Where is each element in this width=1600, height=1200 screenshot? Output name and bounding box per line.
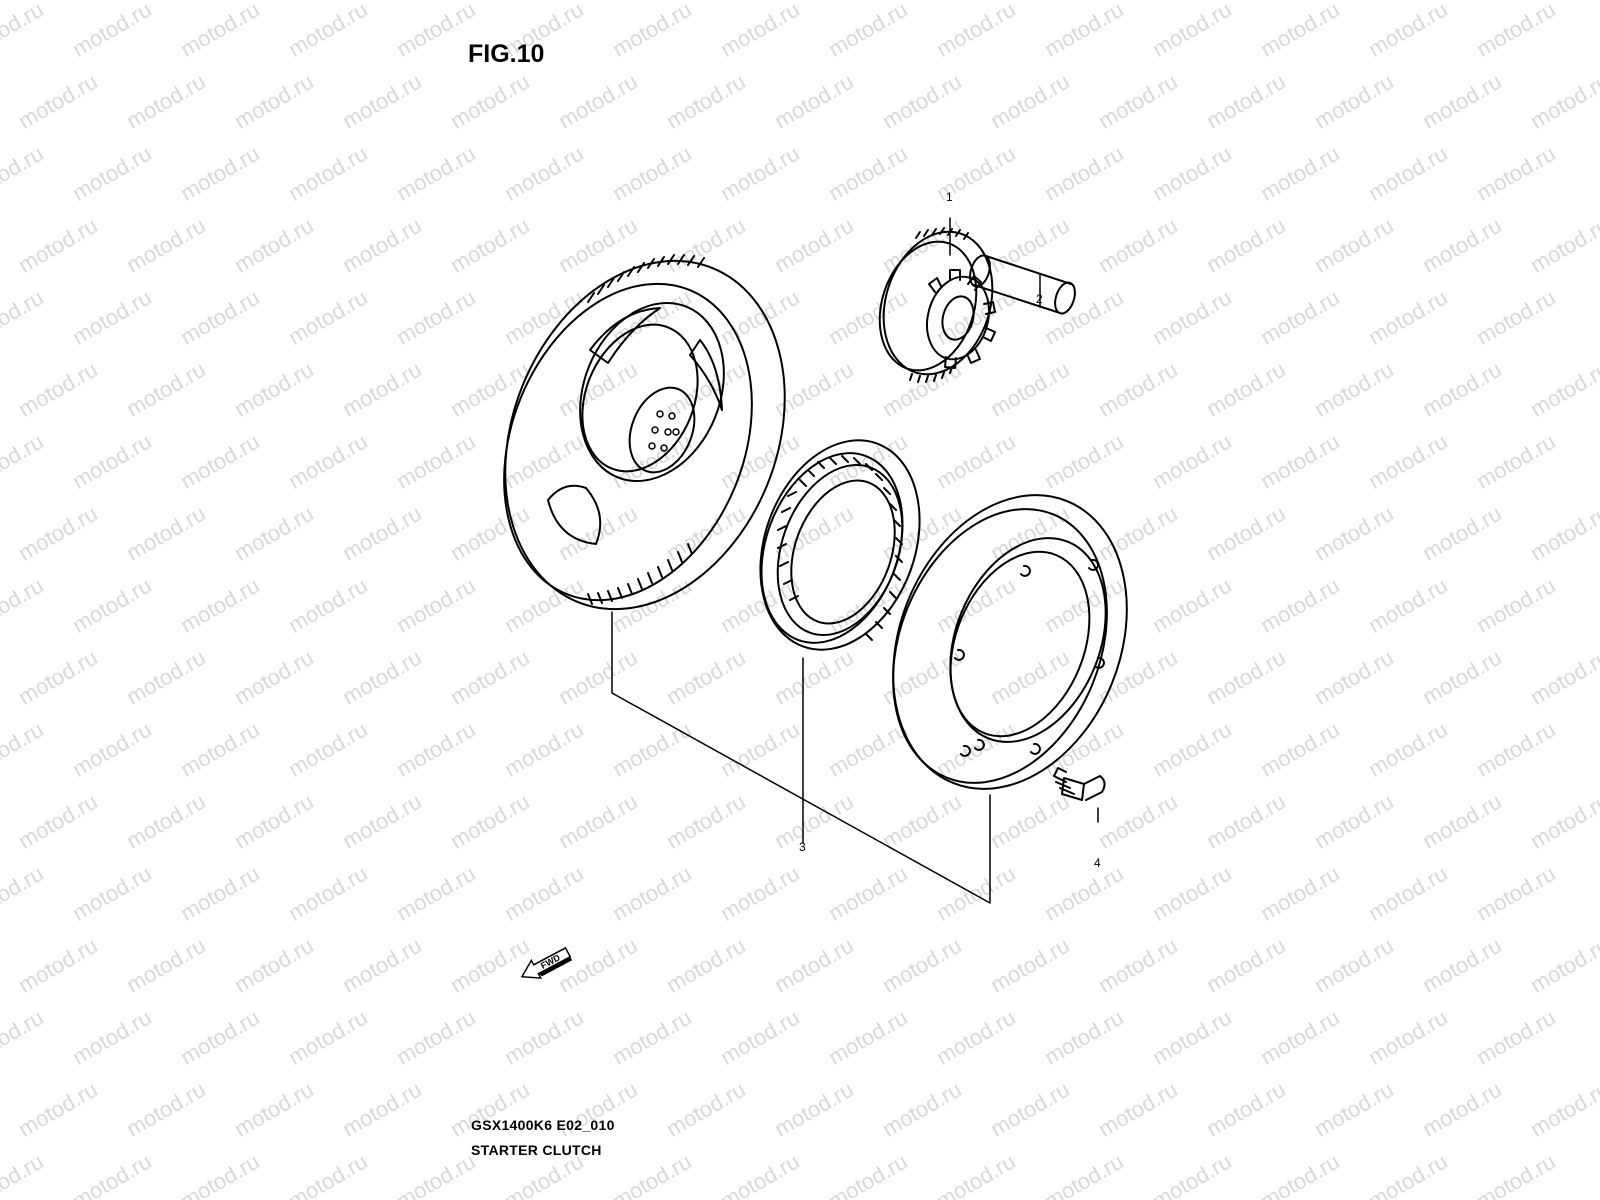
forward-arrow-icon: FWD bbox=[520, 946, 573, 979]
figure-title: FIG.10 bbox=[468, 40, 545, 68]
starter-clutch-housing bbox=[892, 494, 1128, 790]
starter-driven-gear bbox=[503, 254, 786, 611]
idle-gear-part-1 bbox=[878, 227, 996, 383]
callout-3: 3 bbox=[799, 840, 806, 854]
idle-gear-shaft-part-2 bbox=[969, 254, 1076, 315]
callout-1: 1 bbox=[946, 190, 953, 204]
diagram-code: GSX1400K6 E02_010 bbox=[471, 1117, 615, 1133]
one-way-clutch-part-3 bbox=[759, 439, 921, 651]
clutch-bolt-part-4 bbox=[1053, 767, 1106, 801]
diagram-caption: STARTER CLUTCH bbox=[471, 1142, 602, 1158]
callout-4: 4 bbox=[1094, 856, 1101, 870]
callout-2: 2 bbox=[1036, 292, 1043, 306]
